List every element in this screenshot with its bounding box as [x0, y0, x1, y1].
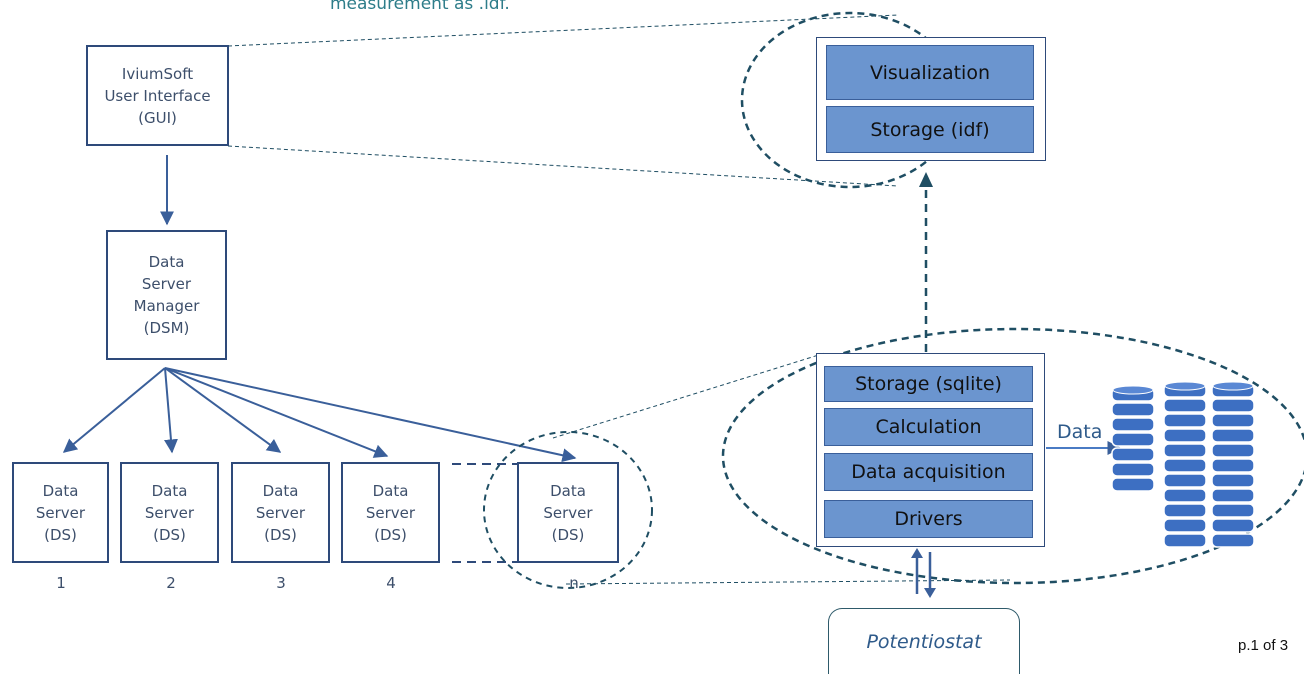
data-server-3: Data Server (DS): [231, 462, 330, 563]
database-disk: [1163, 503, 1207, 518]
layer-calculation: Calculation: [824, 408, 1033, 446]
dsm-to-ds1-arrow: [62, 367, 166, 453]
database-disk: [1163, 518, 1207, 533]
dsn-zoom-ellipse: [483, 431, 653, 589]
database-top: [1164, 381, 1206, 391]
database-disk: [1211, 488, 1255, 503]
layer-visualization: Visualization: [826, 45, 1034, 100]
gui-box: IviumSoft User Interface (GUI): [86, 45, 229, 146]
gui-zoom-line-bottom: [227, 145, 899, 187]
database-disk: [1163, 488, 1207, 503]
layer-storage-sqlite: Storage (sqlite): [824, 366, 1033, 402]
dsm-to-ds4-arrow: [164, 367, 389, 458]
database-disk: [1211, 503, 1255, 518]
layer-drivers: Drivers: [824, 500, 1033, 538]
database-disk: [1111, 447, 1155, 462]
ds-number-4: 4: [386, 574, 396, 592]
database-disk: [1163, 398, 1207, 413]
data-server-n: Data Server (DS): [517, 462, 619, 563]
ds-number-3: 3: [276, 574, 286, 592]
database-disk: [1163, 458, 1207, 473]
database-top: [1212, 381, 1254, 391]
ds-detail-ellipse: [721, 327, 1304, 585]
database-disk: [1163, 428, 1207, 443]
ds-number-n: n: [569, 574, 579, 592]
database-disk: [1211, 428, 1255, 443]
database-disk: [1111, 462, 1155, 477]
data-server-2: Data Server (DS): [120, 462, 219, 563]
database-disk: [1211, 413, 1255, 428]
layer-data-acquisition: Data acquisition: [824, 453, 1033, 491]
dsm-to-ds3-arrow: [164, 367, 282, 453]
dsm-box: Data Server Manager (DSM): [106, 230, 227, 360]
database-disk: [1211, 398, 1255, 413]
database-disk: [1163, 533, 1207, 548]
database-disk: [1163, 473, 1207, 488]
ds-number-2: 2: [166, 574, 176, 592]
database-disk: [1111, 477, 1155, 492]
database-disk: [1111, 417, 1155, 432]
database-disk: [1211, 518, 1255, 533]
database-disk: [1163, 413, 1207, 428]
database-disk: [1111, 402, 1155, 417]
gui-zoom-line-top: [227, 14, 899, 47]
potentiostat-double-arrow: [911, 548, 936, 598]
ds-to-gui-arrowhead: [919, 172, 933, 187]
dsm-to-dsn-arrow: [164, 367, 577, 463]
database-disk: [1211, 473, 1255, 488]
page-number: p.1 of 3: [1238, 637, 1289, 654]
data-server-4: Data Server (DS): [341, 462, 440, 563]
dsm-to-ds2-arrow: [163, 367, 178, 454]
database-disk: [1211, 458, 1255, 473]
ds-zoom-line-top: [552, 352, 826, 439]
ds-number-1: 1: [56, 574, 66, 592]
ds-zoom-line-bottom: [565, 579, 1011, 585]
database-top: [1112, 385, 1154, 395]
database-disk: [1111, 432, 1155, 447]
data-server-1: Data Server (DS): [12, 462, 109, 563]
database-disk: [1211, 533, 1255, 548]
potentiostat-box: Potentiostat: [828, 608, 1020, 674]
layer-storage-idf: Storage (idf): [826, 106, 1034, 153]
database-icon: [1111, 381, 1255, 548]
data-arrow-label: Data: [1057, 421, 1103, 443]
page-caption: measurement as .idf.: [330, 0, 510, 14]
database-disk: [1163, 443, 1207, 458]
database-disk: [1211, 443, 1255, 458]
